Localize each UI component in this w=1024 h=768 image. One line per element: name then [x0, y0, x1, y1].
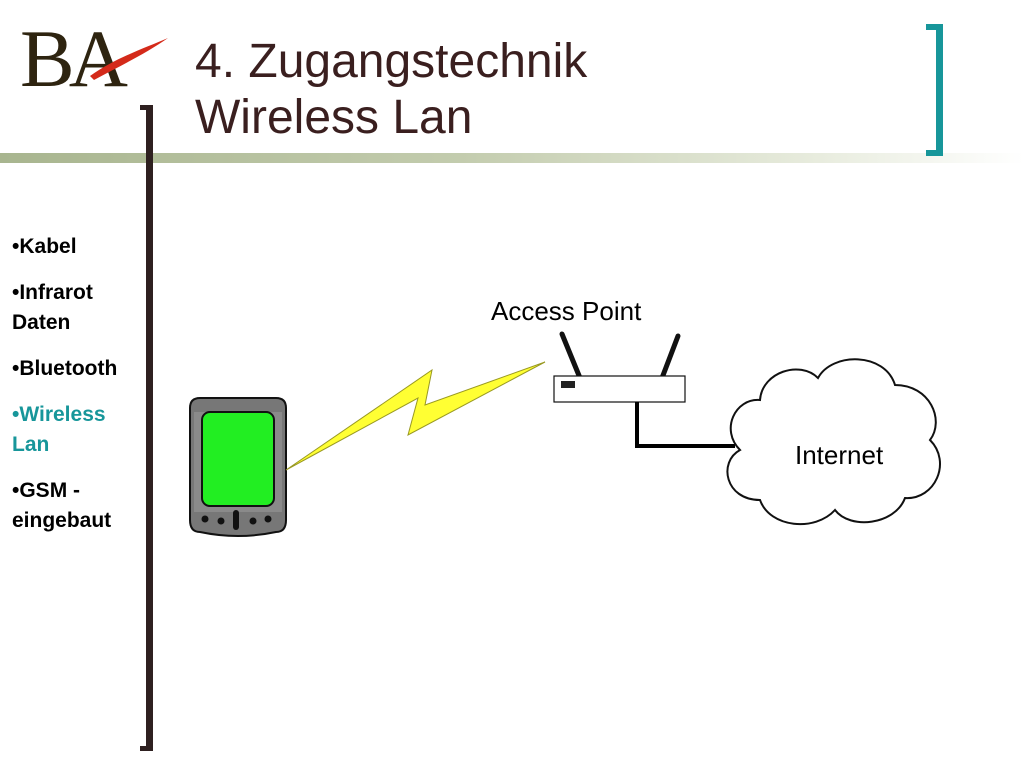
right-bracket-icon: [926, 24, 943, 156]
cloud-icon: [726, 358, 941, 526]
header-divider: [0, 153, 1024, 163]
router-icon: [553, 331, 686, 403]
internet-label: Internet: [795, 440, 884, 470]
topic-item-kabel: •Kabel: [12, 235, 77, 258]
topic-list: •Kabel •Infrarot Daten •Bluetooth •Wirel…: [12, 232, 142, 552]
title-line-1: 4. Zugangstechnik: [195, 35, 588, 88]
ba-logo: BA: [20, 18, 170, 100]
pda-icon: [189, 397, 287, 537]
network-cable: [635, 402, 735, 448]
topic-item-infrarot: •Infrarot Daten: [12, 281, 93, 334]
page-title: 4. Zugangstechnik Wireless Lan: [195, 34, 587, 146]
left-bracket-icon: [140, 105, 153, 751]
access-point-label: Access Point: [491, 296, 642, 326]
logo-swoosh-icon: [90, 38, 168, 80]
title-line-2: Wireless Lan: [195, 91, 473, 144]
topic-item-bluetooth: •Bluetooth: [12, 357, 118, 380]
topic-item-gsm: •GSM - eingebaut: [12, 479, 112, 532]
logo-text: BA: [20, 13, 128, 104]
lightning-bolt-icon: [285, 361, 546, 471]
topic-item-wireless-lan: •Wireless Lan: [12, 403, 106, 456]
